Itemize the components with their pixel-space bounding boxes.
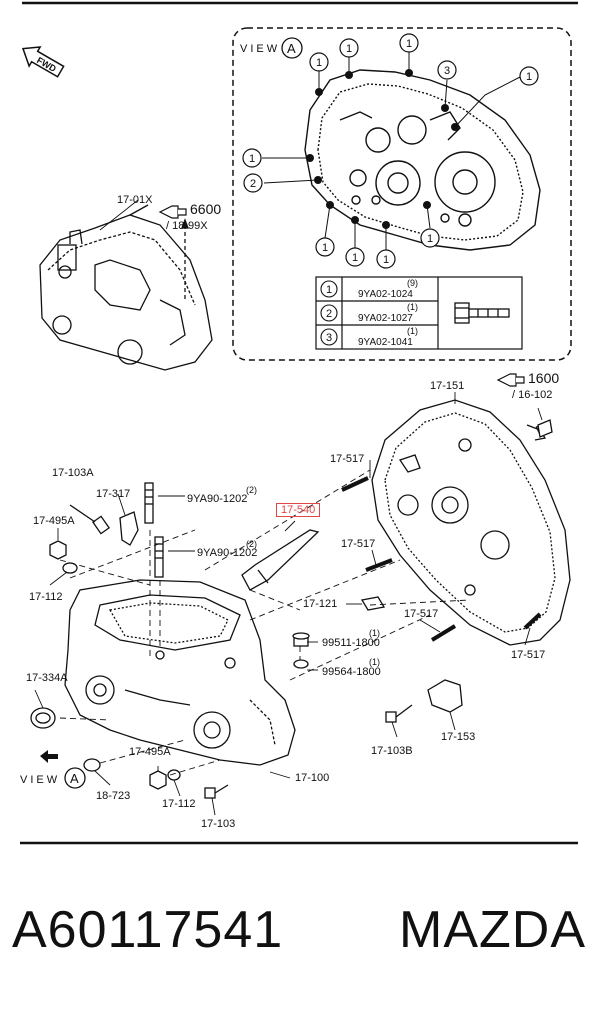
label-17-103b: 17-103B <box>371 745 413 757</box>
transaxle-assembly <box>39 204 213 371</box>
callout-number: 1 <box>316 57 322 69</box>
label-17-103a: 17-103A <box>52 467 94 479</box>
view-a-word-lower: VIEW <box>20 774 60 786</box>
callout-circle <box>420 228 440 248</box>
callout-number: 1 <box>383 254 389 266</box>
transaxle-case <box>64 579 296 766</box>
label-17-540-highlighted[interactable]: 17-540 <box>276 503 321 517</box>
qty-2-b: (2) <box>246 539 257 549</box>
label-1600: 1600 <box>528 370 560 386</box>
label-99564-1800: 99564-1800 <box>322 666 381 678</box>
clutch-housing <box>371 399 571 646</box>
callout-circle <box>339 38 359 58</box>
callout-circle <box>243 173 263 193</box>
table-part-code: 9YA02-1027 <box>358 313 413 324</box>
label-17-01x: 17-01X <box>117 194 153 206</box>
brand-name: MAZDA <box>399 901 586 959</box>
assembly-lines <box>59 469 471 776</box>
label-17-100: 17-100 <box>295 772 330 784</box>
bolt-icon <box>454 302 510 324</box>
callout-circle <box>309 52 329 72</box>
bolt-table <box>315 276 523 350</box>
callout-number: 1 <box>346 43 352 55</box>
label-leaders <box>34 199 543 816</box>
label-18-99x: / 18-99X <box>166 220 208 232</box>
table-qty: (1) <box>407 326 418 336</box>
table-qty: (9) <box>407 278 418 288</box>
view-a-box <box>232 27 572 361</box>
callout-circle <box>519 66 539 86</box>
qty-1-a: (1) <box>369 628 380 638</box>
callout-group: 1 1 1 3 1 1 2 1 1 1 1 <box>242 33 539 269</box>
callout-number: 2 <box>250 178 256 190</box>
label-17-121: 17-121 <box>303 598 338 610</box>
label-18-723: 18-723 <box>96 790 131 802</box>
qty-2-a: (2) <box>246 485 257 495</box>
table-part-code: 9YA02-1024 <box>358 289 413 300</box>
table-key: 1 <box>326 284 332 296</box>
label-17-517-b: 17-517 <box>341 538 376 550</box>
view-a-arrow-icon <box>40 750 58 763</box>
view-a-circle <box>281 37 303 59</box>
bolt-points <box>306 69 459 229</box>
callout-circle <box>399 33 419 53</box>
label-17-151: 17-151 <box>430 380 465 392</box>
table-key-circle <box>320 280 338 298</box>
reference-arrow-icon <box>158 205 187 219</box>
qty-1-b: (1) <box>369 657 380 667</box>
label-17-334a: 17-334A <box>26 672 68 684</box>
callout-number: 1 <box>526 71 532 83</box>
label-6600: 6600 <box>190 201 222 217</box>
label-9ya90-1202-b: 9YA90-1202 <box>197 547 258 559</box>
callout-number: 1 <box>406 38 412 50</box>
label-16-102: / 16-102 <box>512 389 553 401</box>
table-part-code: 9YA02-1041 <box>358 337 413 348</box>
callout-leaders <box>262 52 521 250</box>
diagram-drawing: FWD VIEW A <box>20 1 578 845</box>
fwd-arrow-icon: FWD <box>21 46 65 78</box>
callout-circle <box>315 237 335 257</box>
label-99511-1800: 99511-1800 <box>322 637 380 649</box>
view-a-circle-lower <box>64 767 86 789</box>
label-9ya90-1202-a: 9YA90-1202 <box>187 493 248 505</box>
table-key-circle <box>320 328 338 346</box>
label-17-103: 17-103 <box>201 818 236 830</box>
callout-circle <box>242 148 262 168</box>
callout-number: 3 <box>444 65 450 77</box>
callout-number: 1 <box>352 252 358 264</box>
label-17-153: 17-153 <box>441 731 476 743</box>
label-17-317: 17-317 <box>96 488 131 500</box>
label-17-495a-a: 17-495A <box>33 515 75 527</box>
callout-circle <box>437 60 457 80</box>
view-a-letter-lower: A <box>70 771 79 786</box>
callout-number: 1 <box>322 242 328 254</box>
callout-number: 1 <box>427 233 433 245</box>
view-a-letter: A <box>287 41 296 56</box>
footer: A60117541 MAZDA <box>0 890 600 970</box>
exploded-parts-diagram: FWD VIEW A <box>20 1 578 845</box>
callout-circle <box>345 247 365 267</box>
label-17-495a-b: 17-495A <box>129 746 171 758</box>
part-number: A60117541 <box>12 901 284 959</box>
table-qty: (1) <box>407 302 418 312</box>
label-17-517-d: 17-517 <box>511 649 546 661</box>
label-17-112-a: 17-112 <box>29 591 63 603</box>
reference-arrow-icon-2 <box>496 373 525 387</box>
callout-number: 1 <box>249 153 255 165</box>
label-17-517-c: 17-517 <box>404 608 439 620</box>
table-key: 2 <box>326 308 332 320</box>
label-17-517-a: 17-517 <box>330 453 365 465</box>
callout-circle <box>376 249 396 269</box>
transaxle-case-view-a <box>304 69 541 251</box>
view-a-word: VIEW <box>240 43 280 55</box>
table-key: 3 <box>326 332 332 344</box>
table-key-circle <box>320 304 338 322</box>
small-parts <box>30 419 553 799</box>
label-17-112-b: 17-112 <box>162 798 196 810</box>
